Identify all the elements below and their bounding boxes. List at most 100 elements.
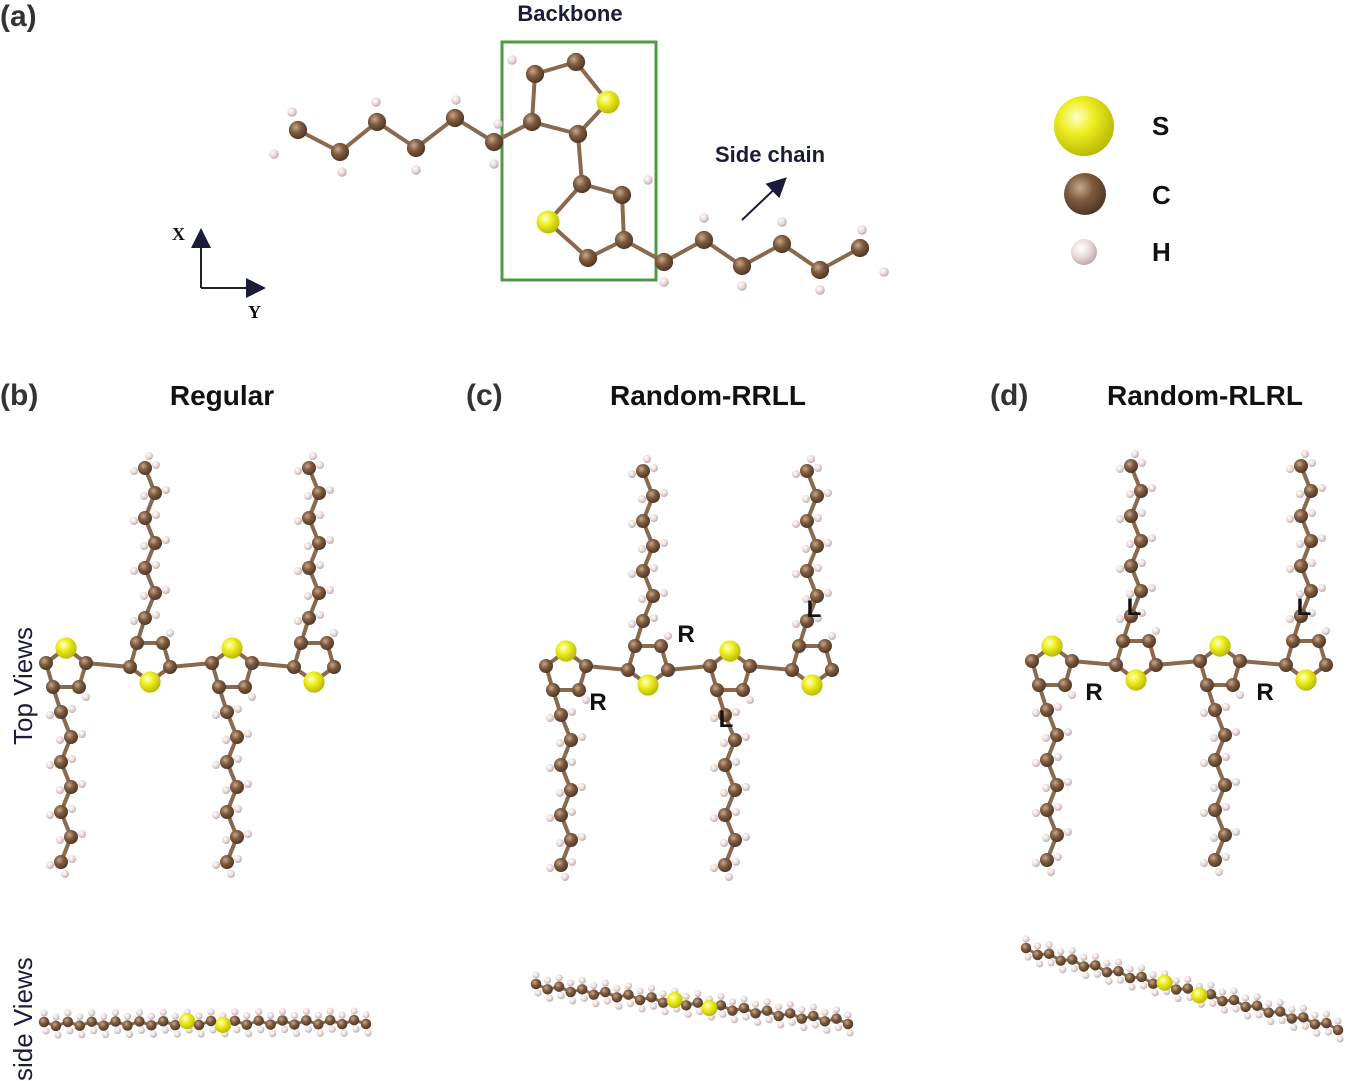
carbon-atom (810, 539, 824, 553)
hydrogen-atom (682, 992, 690, 1000)
carbon-atom (792, 639, 806, 653)
carbon-atom (818, 639, 832, 653)
hydrogen-atom (636, 987, 644, 995)
top-views-label: Top Views (8, 627, 38, 745)
hydrogen-atom (1322, 1010, 1331, 1018)
carbon-atom (1050, 778, 1064, 792)
carbon-atom (522, 112, 542, 132)
carbon-atom (800, 464, 814, 478)
carbon-atom (1149, 658, 1163, 672)
hydrogen-atom (742, 833, 750, 841)
hydrogen-atom (111, 1008, 120, 1017)
hydrogen-atom (40, 1009, 48, 1017)
carbon-atom (220, 705, 234, 719)
hydrogen-atom (643, 455, 651, 463)
hydrogen-atom (720, 789, 728, 797)
hydrogen-atom (828, 632, 836, 640)
carbon-atom (1058, 678, 1072, 692)
hydrogen-atom (802, 545, 810, 553)
xy-axes: X Y (172, 224, 266, 322)
carbon-atom (728, 783, 742, 797)
hydrogen-atom (222, 786, 230, 794)
carbon-atom (313, 1019, 324, 1030)
carbon-atom (64, 780, 78, 794)
hydrogen-atom (326, 536, 334, 544)
hydrogen-atom (546, 764, 554, 772)
carbon-atom (1109, 658, 1123, 672)
hydrogen-atom (1232, 1005, 1240, 1013)
carbon-atom (1124, 459, 1138, 473)
carbon-atom (785, 663, 799, 677)
hydrogen-atom (130, 517, 138, 525)
hydrogen-atom (1068, 946, 1076, 955)
carbon-atom (530, 978, 542, 990)
carbon-atom (123, 660, 137, 674)
hydrogen-atom (1138, 509, 1146, 517)
carbon-atom (1170, 984, 1182, 995)
hydrogen-atom (800, 1024, 808, 1032)
carbon-atom (657, 997, 669, 1008)
carbon-atom (1304, 534, 1318, 548)
carbon-atom (146, 1020, 157, 1031)
hydrogen-atom (615, 1002, 623, 1010)
hydrogen-atom (222, 736, 230, 744)
carbon-atom (148, 536, 162, 550)
hydrogen-atom (140, 592, 148, 600)
hydrogen-atom (814, 564, 822, 572)
hydrogen-atom (68, 805, 76, 813)
hydrogen-atom (823, 1026, 831, 1034)
hydrogen-atom (765, 1016, 773, 1024)
carbon-atom (289, 1019, 300, 1030)
carbon-atom (539, 659, 553, 673)
carbon-atom (525, 64, 545, 84)
hydrogen-atom (352, 1025, 360, 1033)
hydrogen-atom (792, 570, 800, 578)
hydrogen-atom (730, 1016, 739, 1024)
carbon-atom (566, 52, 586, 72)
hydrogen-atom (159, 1008, 167, 1016)
hydrogen-atom (590, 982, 598, 990)
hydrogen-atom (694, 990, 702, 998)
carbon-atom (661, 663, 675, 677)
monomer-molecule (269, 52, 889, 295)
regio-label-r: R (1085, 679, 1102, 706)
carbon-atom (39, 656, 53, 670)
hydrogen-atom (316, 611, 324, 619)
hydrogen-atom (555, 974, 563, 982)
hydrogen-atom (166, 629, 174, 637)
carbon-atom (301, 1015, 312, 1026)
carbon-atom (1228, 994, 1240, 1006)
carbon-atom (1286, 634, 1300, 648)
hydrogen-atom (777, 217, 787, 227)
hydrogen-atom (788, 1018, 796, 1026)
hydrogen-atom (231, 1008, 239, 1016)
bond (84, 661, 132, 669)
hydrogen-atom (534, 989, 542, 997)
hydrogen-atom (52, 1013, 60, 1021)
hydrogen-atom (1116, 465, 1124, 473)
hydrogen-atom (1288, 1005, 1296, 1014)
carbon-atom (205, 656, 219, 670)
carbon-atom (220, 855, 234, 869)
hydrogen-atom (304, 592, 312, 600)
hydrogen-atom (811, 1021, 819, 1029)
hydrogen-atom (1091, 952, 1099, 960)
regular-side-view (38, 1007, 372, 1039)
hydrogen-atom (78, 780, 86, 788)
hydrogen-atom (601, 979, 609, 987)
hydrogen-atom (1148, 534, 1156, 542)
hydrogen-atom (545, 994, 554, 1002)
carbon-atom (220, 755, 234, 769)
carbon-atom (1294, 609, 1308, 623)
hydrogen-atom (1035, 960, 1044, 968)
carbon-atom (553, 981, 565, 992)
legend-carbon-label: C (1152, 180, 1171, 210)
carbon-atom (148, 586, 162, 600)
hydrogen-atom (1064, 828, 1072, 836)
carbon-atom (850, 238, 870, 258)
hydrogen-atom (1080, 953, 1088, 962)
carbon-atom (229, 1015, 241, 1027)
carbon-atom (554, 708, 568, 722)
hydrogen-atom (46, 811, 54, 819)
panel-c-title: Random-RRLL (610, 380, 806, 411)
